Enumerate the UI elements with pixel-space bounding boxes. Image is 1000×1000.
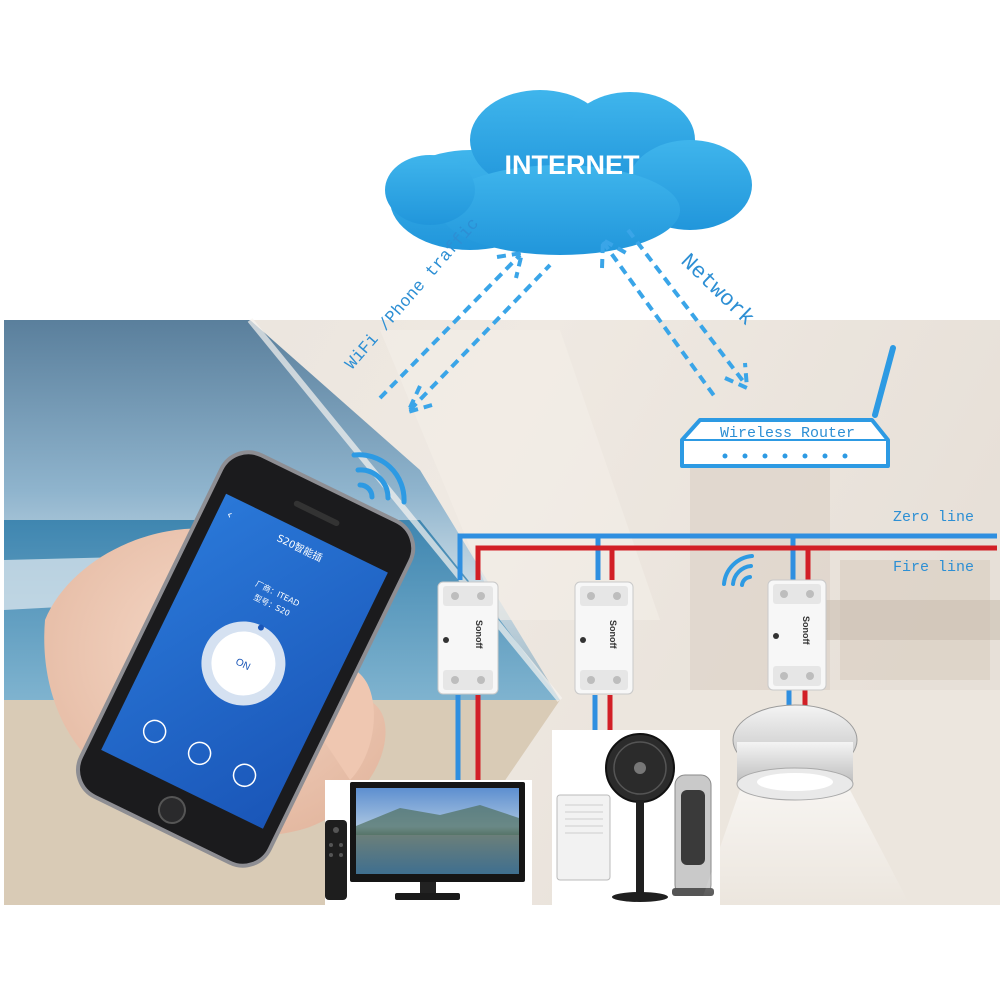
dehumidifier — [557, 795, 610, 880]
heater — [672, 775, 714, 896]
internet-label: INTERNET — [505, 150, 641, 180]
appliance-panel — [552, 730, 720, 905]
tv-panel — [325, 780, 532, 905]
smart-switch-2: Sonoff — [575, 582, 633, 694]
switch-1-brand: Sonoff — [474, 620, 484, 649]
fire-line-label: Fire line — [893, 559, 974, 576]
network-label: Network — [675, 249, 759, 331]
switch-3-brand: Sonoff — [801, 616, 811, 645]
switch-2-brand: Sonoff — [608, 620, 618, 649]
zero-line-label: Zero line — [893, 509, 974, 526]
smart-switch-1: Sonoff — [438, 582, 498, 694]
smart-switch-3: Sonoff — [768, 580, 826, 690]
router-label: Wireless Router — [720, 425, 855, 442]
internet-cloud: INTERNET — [385, 90, 752, 255]
